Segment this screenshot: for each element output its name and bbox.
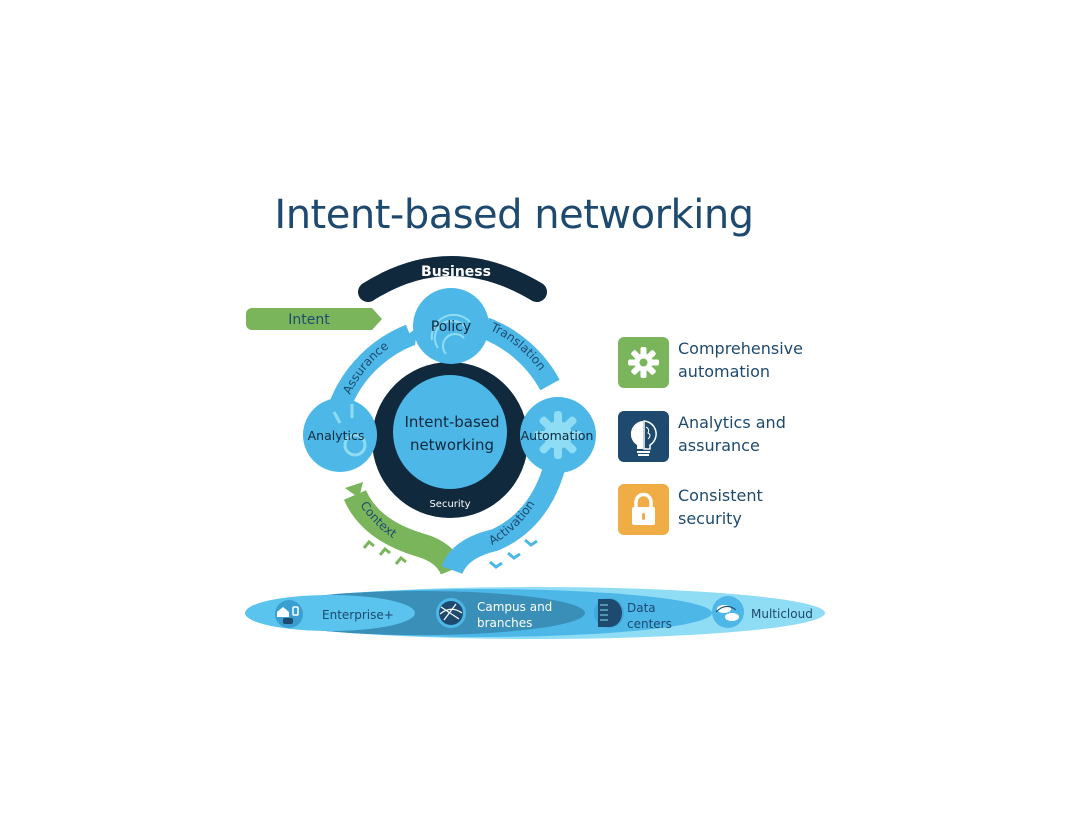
domain-multicloud-label: Multicloud — [751, 607, 813, 621]
domain-campus-label-1: Campus and — [477, 600, 552, 614]
legend-automation-line1: Comprehensive — [678, 339, 803, 358]
legend-security-line2: security — [678, 509, 742, 528]
analytics-label: Analytics — [308, 428, 365, 443]
globe-network-icon — [436, 598, 466, 628]
context-arrow-head — [345, 482, 363, 498]
policy-node: Policy — [413, 288, 489, 364]
translation-label: Translation — [488, 320, 549, 373]
domain-datacenter-label-1: Data — [627, 601, 656, 615]
security-label: Security — [429, 499, 470, 510]
legend-security-line1: Consistent — [678, 486, 763, 505]
activation-arc — [441, 461, 566, 575]
iot-devices-icon — [275, 600, 303, 628]
legend-item-security: Consistent security — [618, 484, 838, 536]
legend-label-analytics: Analytics and assurance — [678, 411, 848, 457]
context-chevrons — [362, 539, 407, 565]
assurance-label: Assurance — [340, 339, 391, 397]
brain-lightbulb-icon — [618, 411, 669, 462]
analytics-node: Analytics — [303, 398, 377, 472]
legend-label-security: Consistent security — [678, 484, 848, 530]
domain-datacenter-label-2: centers — [627, 617, 672, 631]
multicloud-icon — [712, 596, 744, 628]
intent-label: Intent — [288, 312, 330, 328]
legend-automation-line2: automation — [678, 362, 771, 381]
business-label: Business — [421, 264, 491, 280]
server-rack-icon — [594, 598, 624, 628]
legend-item-analytics: Analytics and assurance — [618, 411, 838, 463]
center-label-1: Intent-based — [404, 413, 499, 431]
fingerprint-icon — [430, 313, 471, 355]
assurance-text: Assurance — [340, 339, 391, 397]
legend-analytics-line2: assurance — [678, 436, 760, 455]
legend-analytics-line1: Analytics and — [678, 413, 786, 432]
activation-chevrons — [489, 538, 538, 569]
gear-icon — [618, 337, 669, 388]
center-circle — [393, 375, 507, 489]
automation-node: Automation — [520, 397, 596, 473]
business-arc — [358, 256, 547, 302]
assurance-arc — [329, 324, 415, 410]
lock-icon — [618, 484, 669, 535]
page-title: Intent-based networking — [274, 192, 754, 238]
domain-enterprise-label: Enterprise+ — [322, 608, 394, 622]
translation-arc — [480, 317, 560, 391]
analytics-burst-icon — [332, 404, 367, 457]
policy-label: Policy — [431, 319, 471, 335]
center-label-2: networking — [410, 436, 494, 454]
legend-item-automation: Comprehensive automation — [618, 337, 838, 389]
domain-campus-label-2: branches — [477, 616, 532, 630]
automation-gear-icon — [534, 411, 582, 459]
intent-tag — [246, 308, 382, 330]
automation-label: Automation — [521, 428, 594, 443]
domain-band — [245, 587, 825, 639]
legend-label-automation: Comprehensive automation — [678, 337, 848, 383]
translation-text: Translation — [488, 320, 549, 373]
